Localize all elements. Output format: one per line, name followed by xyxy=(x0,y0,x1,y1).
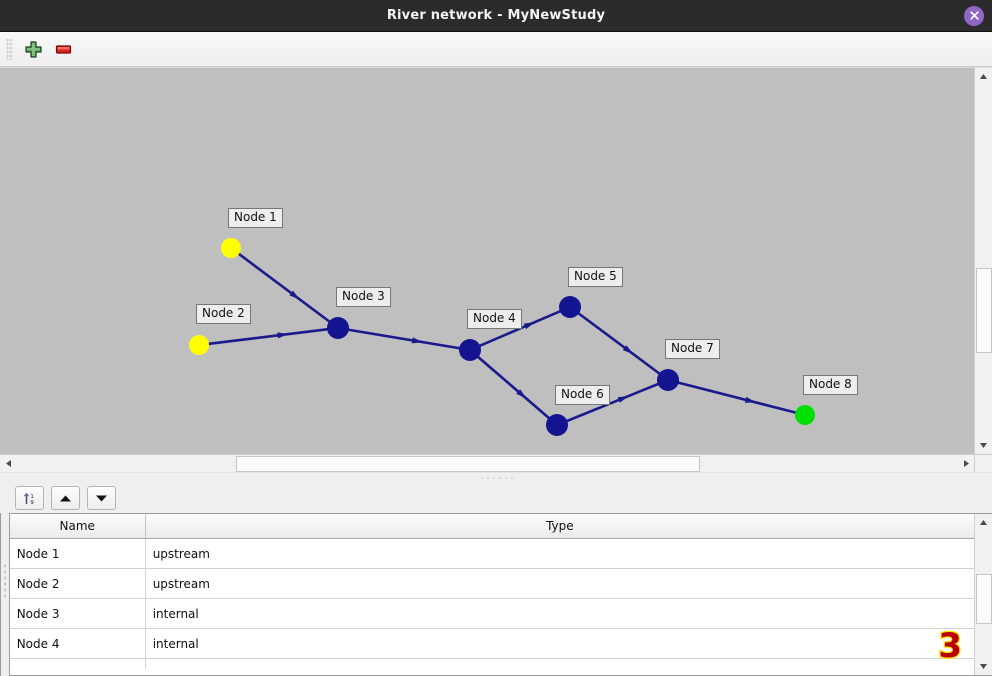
plus-icon xyxy=(24,40,42,58)
arrow-up-icon xyxy=(59,495,71,501)
diagram-node-node-4[interactable] xyxy=(459,339,481,361)
vertical-splitter-grip xyxy=(2,562,7,597)
table-row[interactable] xyxy=(9,658,976,669)
node-label-node-5[interactable]: Node 5 xyxy=(568,267,623,287)
edge-Node3-to-Node4[interactable] xyxy=(346,328,462,350)
edge-arrow-icon xyxy=(744,396,757,403)
main-toolbar xyxy=(0,32,992,67)
scroll-left-icon[interactable] xyxy=(0,455,17,472)
scroll-up-icon[interactable] xyxy=(975,514,992,531)
table-cell[interactable] xyxy=(9,658,146,669)
edge-arrow-icon xyxy=(617,395,629,403)
delete-icon xyxy=(55,44,71,54)
node-label-node-2[interactable]: Node 2 xyxy=(196,304,251,324)
table-cell[interactable]: Node 4 xyxy=(9,628,146,659)
network-diagram-graphics xyxy=(189,238,815,436)
title-bar: River network - MyNewStudy xyxy=(0,0,992,32)
edge-arrow-icon xyxy=(622,345,634,355)
diagram-vertical-scrollbar[interactable] xyxy=(974,68,992,454)
window-title: River network - MyNewStudy xyxy=(386,8,606,23)
diagram-node-node-6[interactable] xyxy=(546,414,568,436)
scrollbar-corner xyxy=(974,454,992,472)
edge-Node7-to-Node8[interactable] xyxy=(676,380,797,415)
nodes-vertical-scrollbar[interactable] xyxy=(974,514,992,675)
table-cell[interactable]: Node 3 xyxy=(9,598,146,629)
node-label-node-6[interactable]: Node 6 xyxy=(555,385,610,405)
diagram-hscroll-thumb[interactable] xyxy=(236,456,700,472)
table-cell[interactable]: Node 1 xyxy=(9,538,146,569)
table-cell[interactable]: Node 2 xyxy=(9,568,146,599)
horizontal-splitter[interactable] xyxy=(0,472,992,483)
column-header-name[interactable]: Name xyxy=(9,514,146,539)
scroll-down-icon[interactable] xyxy=(975,437,992,454)
edge-Node5-to-Node7[interactable] xyxy=(576,311,662,376)
diagram-vscroll-thumb[interactable] xyxy=(976,268,992,353)
table-cell[interactable] xyxy=(145,658,976,669)
nodes-move-up-button[interactable] xyxy=(50,486,80,510)
svg-text:9: 9 xyxy=(30,500,34,506)
add-node-button[interactable] xyxy=(19,35,47,63)
arrow-down-icon xyxy=(95,495,107,501)
diagram-node-node-7[interactable] xyxy=(657,369,679,391)
bottom-panels: 1 9 NameNode1Node2 xyxy=(0,483,992,676)
scroll-down-icon[interactable] xyxy=(975,658,992,675)
table-cell[interactable]: upstream xyxy=(145,538,976,569)
toolbar-grip[interactable] xyxy=(6,38,13,60)
edge-Node1-to-Node3[interactable] xyxy=(237,252,332,324)
node-label-node-4[interactable]: Node 4 xyxy=(467,309,522,329)
node-label-node-7[interactable]: Node 7 xyxy=(665,339,720,359)
diagram-node-node-8[interactable] xyxy=(795,405,815,425)
edge-arrow-icon xyxy=(523,322,536,330)
scroll-up-icon[interactable] xyxy=(975,68,992,85)
edge-arrow-icon xyxy=(411,337,424,344)
nodes-sort-button[interactable]: 1 9 xyxy=(14,486,44,510)
diagram-horizontal-scrollbar[interactable] xyxy=(0,454,975,472)
splitter-grip xyxy=(479,476,513,480)
edge-Node4-to-Node6[interactable] xyxy=(475,354,552,421)
nodes-toolbar: 1 9 xyxy=(8,483,992,513)
diagram-node-node-5[interactable] xyxy=(559,296,581,318)
nodes-move-down-button[interactable] xyxy=(86,486,116,510)
scroll-right-icon[interactable] xyxy=(958,455,975,472)
table-cell[interactable]: internal xyxy=(145,598,976,629)
node-label-node-1[interactable]: Node 1 xyxy=(228,208,283,228)
svg-text:1: 1 xyxy=(30,493,33,499)
vertical-splitter[interactable] xyxy=(0,483,9,676)
close-icon[interactable] xyxy=(964,5,984,26)
delete-node-button[interactable] xyxy=(49,35,77,63)
column-header-type[interactable]: Type xyxy=(145,514,976,539)
edge-Node6-to-Node7[interactable] xyxy=(564,382,661,423)
edge-Node2-to-Node3[interactable] xyxy=(207,327,330,346)
nodes-vscroll-thumb[interactable] xyxy=(976,574,992,624)
edge-arrow-icon xyxy=(277,332,289,339)
sort-ascending-icon: 1 9 xyxy=(23,492,34,506)
edge-arrow-icon xyxy=(516,389,527,399)
diagram-node-node-3[interactable] xyxy=(327,317,349,339)
table-cell[interactable]: internal xyxy=(145,628,976,659)
diagram-node-node-1[interactable] xyxy=(221,238,241,258)
node-label-node-8[interactable]: Node 8 xyxy=(803,375,858,395)
table-cell[interactable]: upstream xyxy=(145,568,976,599)
diagram-canvas-container: Node 1 Node 2 Node 3 Node 4 Node 5 Node 6 Node… xyxy=(0,67,992,472)
node-label-node-3[interactable]: Node 3 xyxy=(336,287,391,307)
edge-arrow-icon xyxy=(289,290,301,300)
diagram-node-node-2[interactable] xyxy=(189,335,209,355)
network-diagram[interactable]: Node 1 Node 2 Node 3 Node 4 Node 5 Node 6 Node… xyxy=(0,68,960,454)
